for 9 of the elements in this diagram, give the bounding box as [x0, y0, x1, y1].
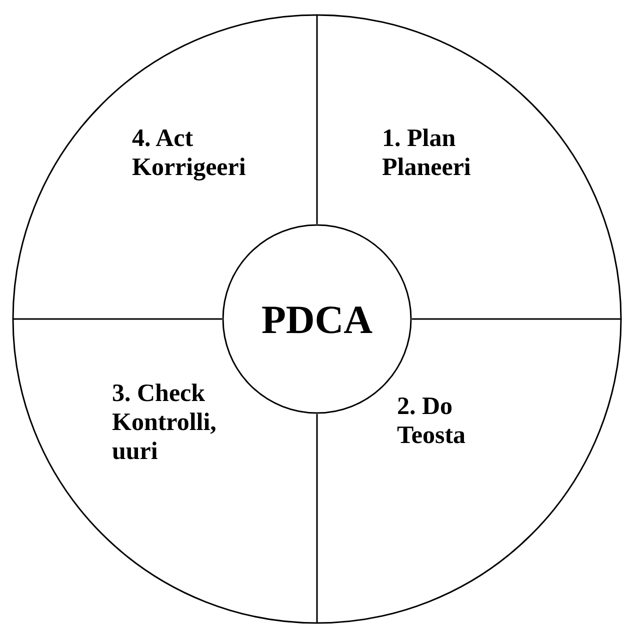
phase-title: 2. Do	[397, 392, 453, 421]
phase-title: 4. Act	[132, 124, 194, 153]
phase-label: Planeeri	[382, 153, 472, 182]
phase-label: Kontrolli, uuri	[112, 408, 218, 466]
center-label: PDCA	[261, 296, 373, 342]
phase-title: 1. Plan	[382, 124, 457, 153]
phase-title: 3. Check	[112, 379, 206, 408]
phase-label: Korrigeeri	[132, 153, 246, 182]
phase-label: Teosta	[397, 421, 466, 450]
